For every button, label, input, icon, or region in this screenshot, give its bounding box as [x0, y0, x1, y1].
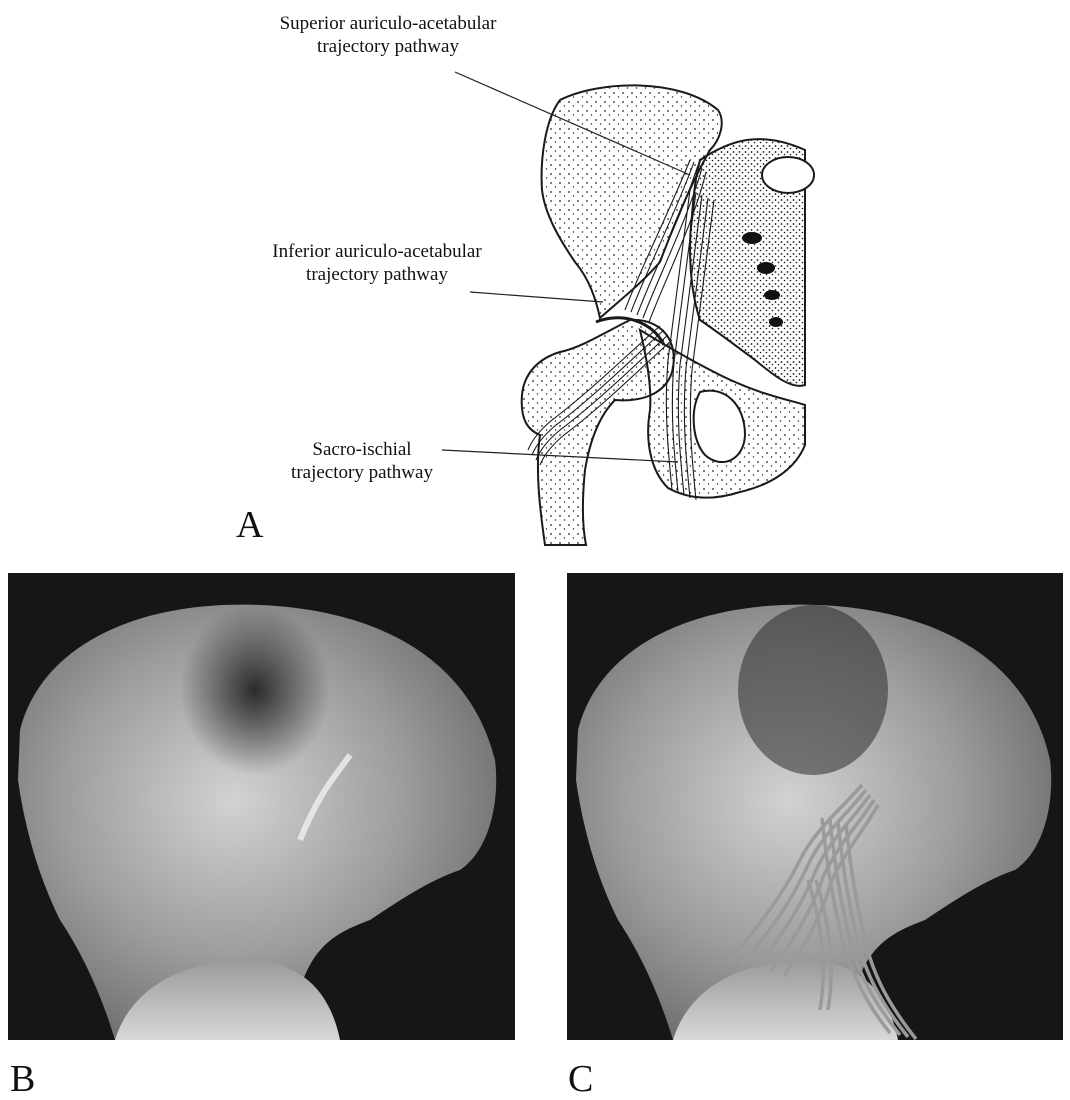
sacral-foramen-3 — [764, 290, 780, 300]
panel-c-background — [567, 573, 1063, 1040]
panel-b-background — [8, 573, 515, 1040]
pelvis-line-drawing-icon — [0, 0, 1070, 560]
panel-b-ridge — [300, 755, 350, 840]
panel-c-trajectory-overlay — [730, 785, 916, 1039]
panel-letter-b: B — [10, 1060, 35, 1098]
panel-letter-c: C — [568, 1060, 593, 1098]
panel-c-neck — [673, 960, 898, 1040]
panel-b-bone-silhouette — [18, 605, 496, 1040]
sacral-foramen-2 — [757, 262, 775, 274]
panel-c-bone-silhouette — [576, 605, 1051, 1040]
panel-b-neck — [115, 960, 340, 1040]
sacral-foramen-4 — [769, 317, 783, 327]
panel-b-dark-fossa — [180, 605, 330, 775]
panel-c-dark-fossa — [738, 605, 888, 775]
sacral-foramen-1 — [742, 232, 762, 244]
leader-inferior — [470, 292, 603, 302]
sacral-promontory — [762, 157, 814, 193]
